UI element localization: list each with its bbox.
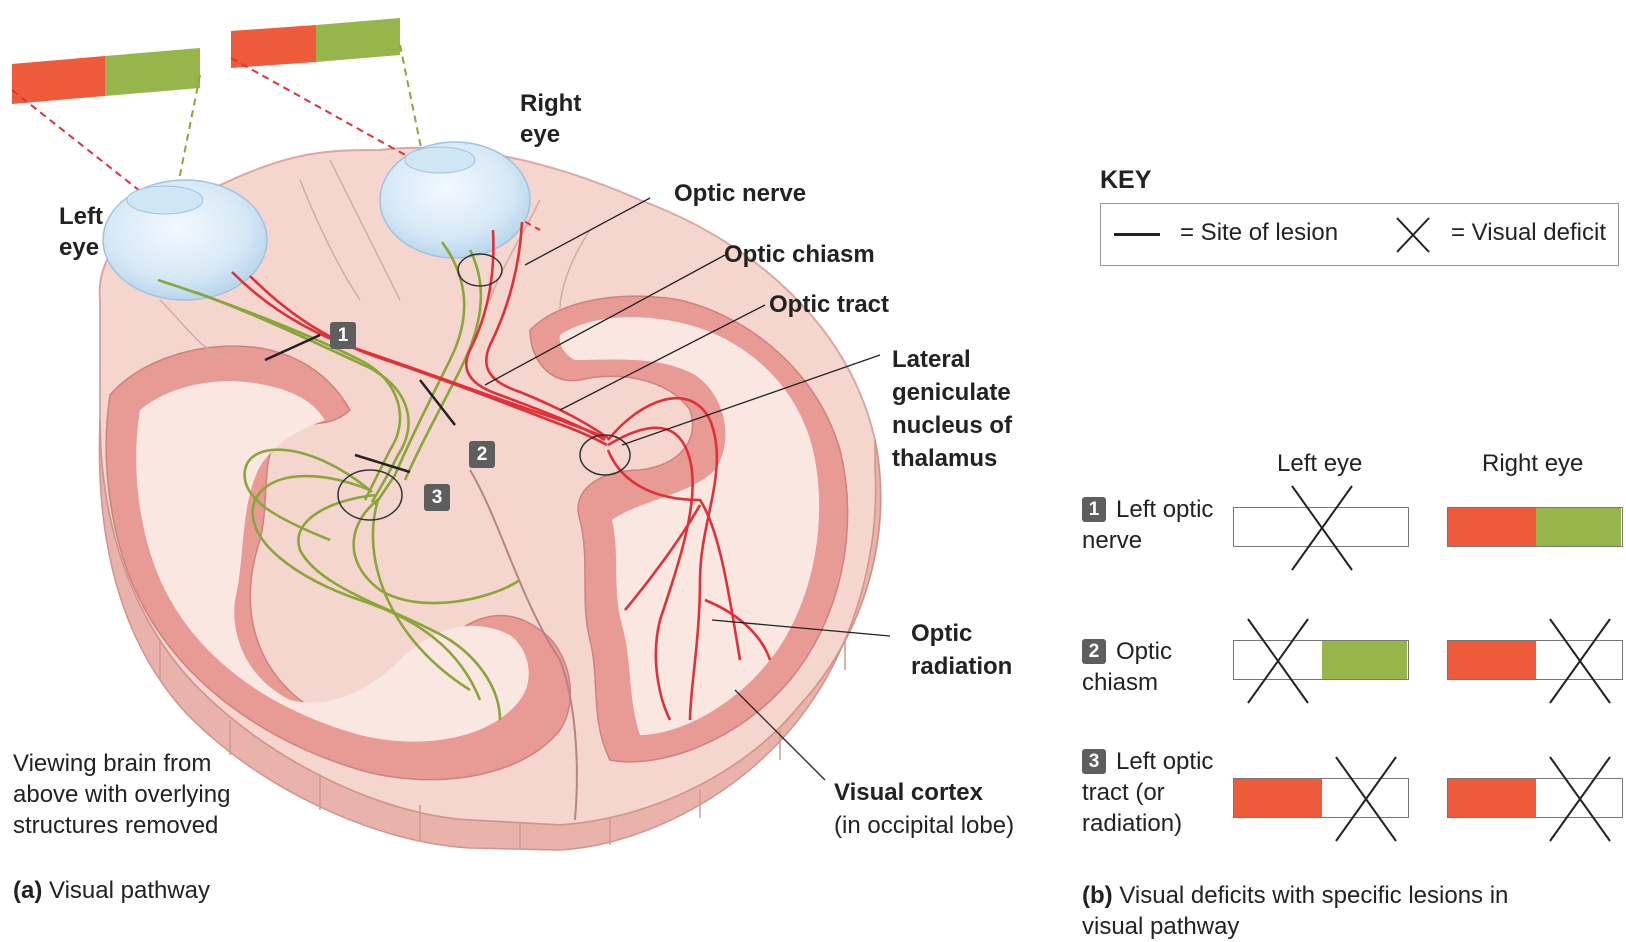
- visual-field-bar-row3-left-eye: [1233, 778, 1409, 818]
- visual-field-bar-row3-right-eye: [1447, 778, 1623, 818]
- viewing-note: Viewing brain from above with overlying …: [13, 748, 230, 841]
- visual-field-bar-row1-right-eye: [1447, 507, 1623, 547]
- visual-deficit-cross-icon: [1448, 641, 1622, 679]
- label-optic-chiasm: Optic chiasm: [724, 239, 875, 270]
- label-left-eye: Left eye: [59, 201, 103, 263]
- lesion-marker-1: 1: [330, 322, 356, 349]
- key-box: = Site of lesion = Visual deficit: [1100, 203, 1619, 266]
- visual-pathway-illustration: [0, 0, 1020, 860]
- right-eye-field-bar: [231, 18, 400, 68]
- caption-b-text: Visual deficits with specific lesions in…: [1082, 882, 1508, 940]
- key-title: KEY: [1100, 166, 1151, 195]
- label-right-eye: Right eye: [520, 88, 581, 150]
- column-left-eye: Left eye: [1277, 448, 1362, 479]
- visual-field-bar-row1-left-eye: [1233, 507, 1409, 547]
- label-visual-cortex: Visual cortex: [834, 777, 983, 808]
- visual-deficit-cross-icon: [1448, 779, 1622, 817]
- label-visual-cortex-sub: (in occipital lobe): [834, 810, 1014, 841]
- caption-a-letter: (a): [13, 877, 42, 904]
- label-lgn: Lateral geniculate nucleus of thalamus: [892, 343, 1012, 475]
- visual-deficit-cross-icon: [1234, 779, 1408, 817]
- field-right-half: [1536, 508, 1621, 546]
- visual-field-bar-row2-left-eye: [1233, 640, 1409, 680]
- caption-b-letter: (b): [1082, 882, 1113, 909]
- label-optic-nerve: Optic nerve: [674, 178, 806, 209]
- cross-icon: [1393, 214, 1433, 256]
- lesion-marker-3: 3: [424, 484, 450, 511]
- label-optic-radiation: Optic radiation: [911, 617, 1012, 683]
- column-right-eye: Right eye: [1482, 448, 1583, 479]
- left-eye-field-bar: [12, 48, 200, 104]
- caption-a: (a) Visual pathway: [13, 877, 210, 905]
- right-eye-cornea: [405, 147, 475, 173]
- row-3-text: Left optic tract (or radiation): [1082, 746, 1252, 839]
- label-optic-tract: Optic tract: [769, 289, 889, 320]
- key-deficit-label: = Visual deficit: [1451, 217, 1606, 248]
- left-eye-cornea: [127, 186, 203, 214]
- key-lesion-label: = Site of lesion: [1180, 217, 1338, 248]
- lesion-marker-2: 2: [469, 441, 495, 468]
- visual-field-bar-row2-right-eye: [1447, 640, 1623, 680]
- caption-b: (b) Visual deficits with specific lesion…: [1082, 880, 1602, 942]
- lesion-line-icon: [1114, 233, 1160, 236]
- visual-deficit-cross-icon: [1234, 641, 1408, 679]
- row-1-text: Left optic nerve: [1082, 494, 1252, 556]
- row-2-text: Optic chiasm: [1082, 636, 1252, 698]
- caption-a-text: Visual pathway: [49, 877, 210, 904]
- visual-deficit-cross-icon: [1234, 508, 1408, 546]
- field-left-half: [1448, 508, 1536, 546]
